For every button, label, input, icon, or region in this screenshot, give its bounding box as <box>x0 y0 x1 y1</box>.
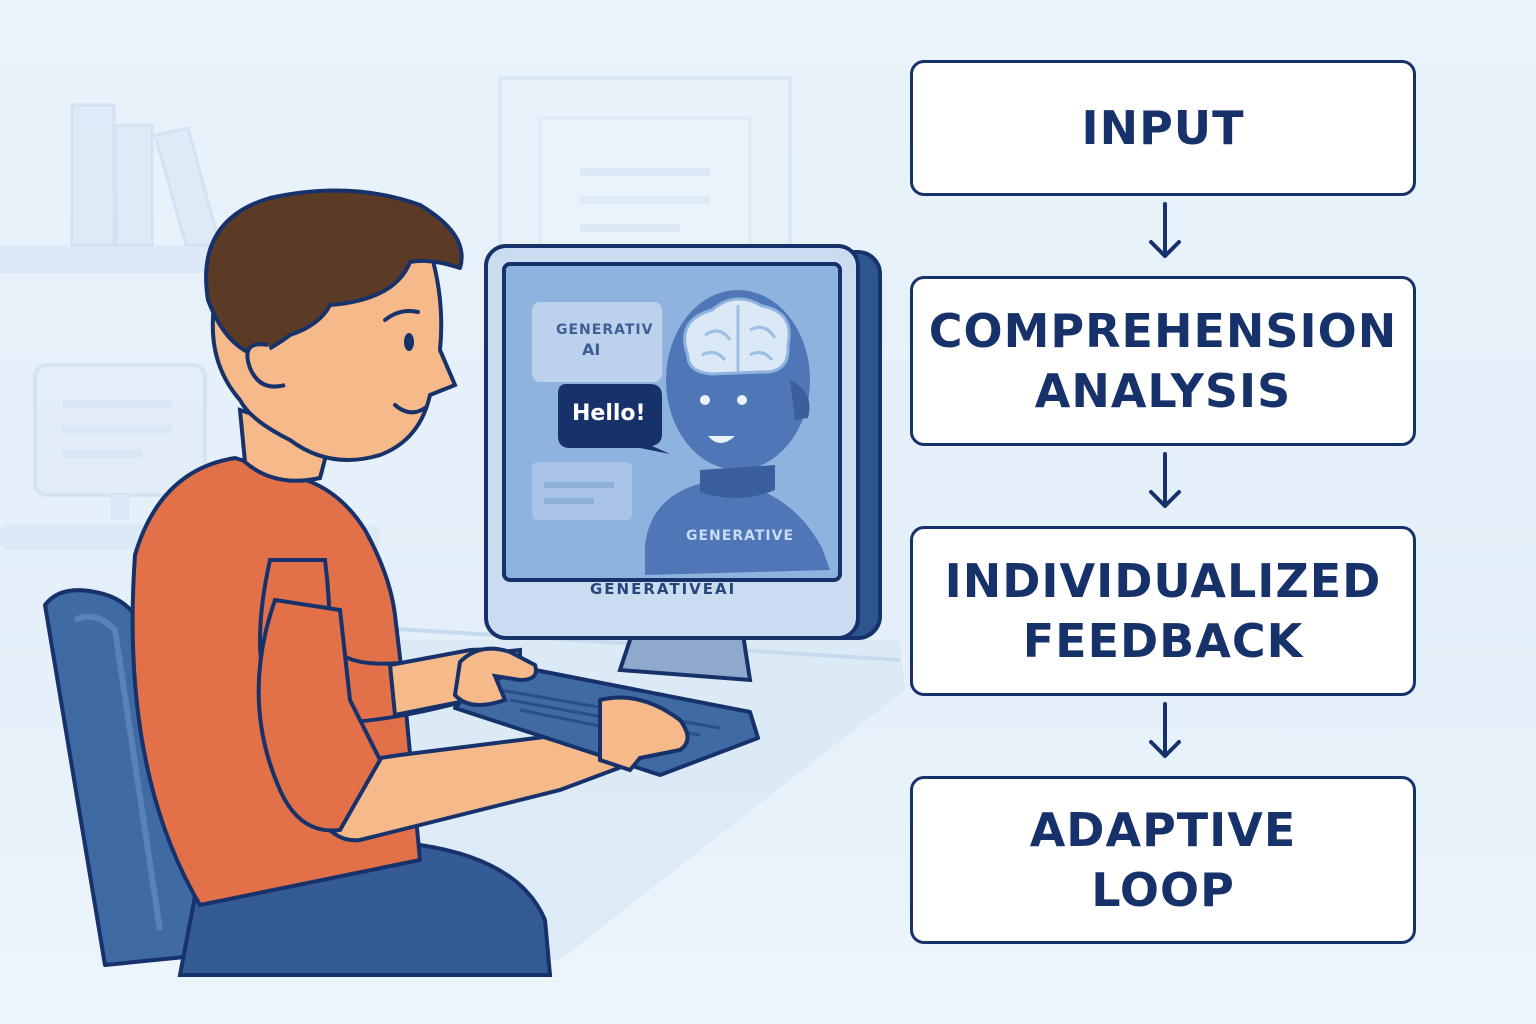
step-label: ADAPTIVE LOOP <box>1029 803 1297 917</box>
chat-bubble <box>558 384 670 454</box>
step-comprehension-analysis: COMPREHENSION ANALYSIS <box>910 276 1416 446</box>
screen-card <box>532 302 662 382</box>
computer-monitor <box>453 244 882 777</box>
step-adaptive-loop: ADAPTIVE LOOP <box>910 776 1416 944</box>
robot-avatar <box>645 480 830 575</box>
hair <box>204 188 464 357</box>
hand-right <box>598 695 690 773</box>
step-label: INPUT <box>1081 101 1245 155</box>
chat-bubble-text: Hello! <box>572 401 646 426</box>
hand-left <box>452 646 538 707</box>
step-label: INDIVIDUALIZED FEEDBACK <box>944 554 1382 668</box>
step-input: INPUT <box>910 60 1416 196</box>
arrow-down-icon <box>1149 452 1181 508</box>
screen-card-subtitle: AI <box>582 340 601 359</box>
arrow-down-icon <box>1149 202 1181 258</box>
person-head <box>204 188 464 462</box>
arrow-down-icon <box>1149 702 1181 758</box>
screen-card-title: GENERATIV <box>556 322 654 338</box>
step-label: COMPREHENSION ANALYSIS <box>928 304 1398 418</box>
step-individualized-feedback: INDIVIDUALIZED FEEDBACK <box>910 526 1416 696</box>
avatar-label: GENERATIVE <box>686 528 795 544</box>
monitor-brand: GENERATIVEAI <box>590 580 737 598</box>
